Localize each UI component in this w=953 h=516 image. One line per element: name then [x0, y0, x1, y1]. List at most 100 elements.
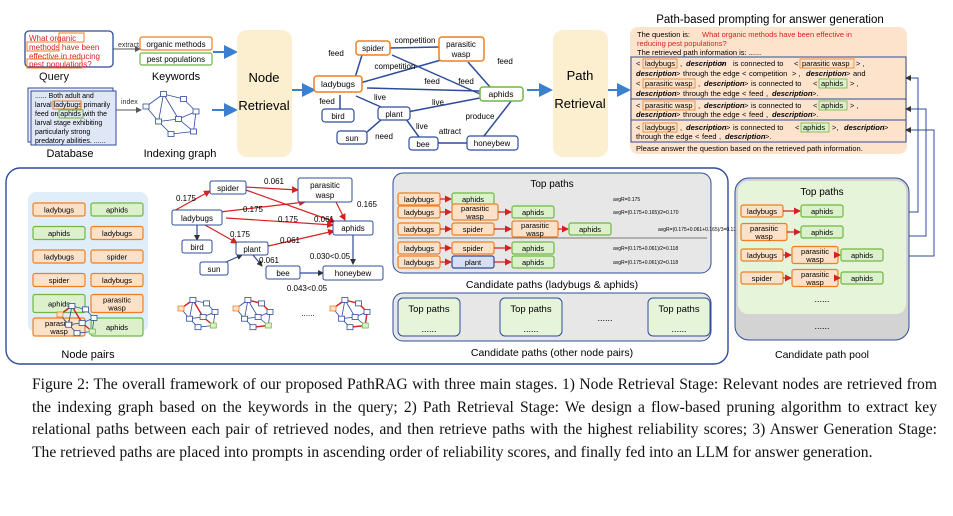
pair-0-left: ladybugs — [44, 206, 74, 215]
path-retrieval-l2: Retrieval — [554, 96, 605, 111]
pair-5-right-box — [90, 317, 144, 337]
svg-text:> ,: > , — [850, 101, 859, 110]
pool-title: Top paths — [800, 187, 843, 198]
kg-node-sun: sun — [346, 134, 359, 143]
toppath-1-node-2-box — [511, 205, 555, 219]
svg-text:>: > — [676, 110, 681, 119]
path-retrieval-stage: Path Retrieval — [553, 30, 608, 157]
svg-text:> ,: > , — [856, 59, 865, 68]
mini1-node — [194, 324, 202, 331]
toppath-2-node-3-box — [568, 222, 612, 236]
db-line1: ...... Both adult and — [35, 93, 94, 100]
idx-node — [192, 108, 200, 115]
flow-node-parasitic-l1: parasitic — [310, 181, 340, 190]
p1-feed: feed — [749, 89, 764, 98]
keyword-1: organic methods — [146, 40, 205, 49]
svg-text:<: < — [636, 79, 641, 88]
pool-1-node-1: aphids — [811, 228, 833, 237]
svg-text:,: , — [766, 89, 768, 98]
pair-graph-node — [73, 330, 81, 337]
node-retrieval-l1: Node — [248, 70, 279, 85]
flow-w-g: 0.175 — [230, 230, 251, 239]
kg-edge-feed5: feed — [319, 97, 335, 106]
pool-0-node-1: aphids — [811, 207, 833, 216]
kg-edge-competition1: competition — [395, 36, 436, 45]
mini2-node — [266, 308, 274, 315]
p1-aphids: aphids — [821, 79, 843, 88]
pair-0-right-box — [90, 202, 144, 217]
pool-2-node-1-l2: wasp — [805, 255, 824, 264]
pool-1-node-0-l1: parasitic — [750, 224, 778, 233]
mini3-node — [329, 305, 337, 312]
query-line2: methods have been — [29, 43, 99, 52]
svg-text:> ,: > , — [850, 79, 859, 88]
flow-node-bee: bee — [276, 269, 290, 278]
svg-text:>: > — [676, 69, 681, 78]
p2-feed: feed — [749, 110, 764, 119]
svg-text:<: < — [742, 69, 747, 78]
kg-edge-produce: produce — [466, 112, 495, 121]
idx-node — [175, 116, 182, 122]
figure-caption: Figure 2: The overall framework of our p… — [32, 376, 937, 461]
prompt-final: Please answer the question based on the … — [636, 144, 863, 153]
prompt-question-l2: reducing pest populations? — [637, 39, 727, 48]
toppath-4-node-0: ladybugs — [404, 258, 434, 267]
flow-w-j: 0.030<0.05 — [310, 252, 351, 261]
p3-desc3: description — [725, 132, 766, 141]
pair-2-left-box — [32, 249, 86, 264]
flow-node-spider: spider — [217, 184, 239, 193]
idx-edge — [158, 93, 164, 122]
kg-edge-competition2: competition — [375, 62, 416, 71]
pair-graph-node — [88, 328, 96, 335]
p1-desc1: description — [686, 59, 727, 68]
flow-node-ladybugs: ladybugs — [181, 214, 213, 223]
flow-w-f: 0.061 — [314, 215, 335, 224]
toppath-2-node-1: spider — [463, 225, 484, 234]
pool-1-node-1-box — [800, 225, 844, 239]
p1-desc5: description — [636, 89, 677, 98]
kg-edge-feed4: feed — [458, 77, 474, 86]
svg-text:<: < — [636, 101, 641, 110]
mini3-node — [355, 300, 362, 307]
toppath-4-score: avgR=(0.175+0.061)/2=0.118 — [613, 260, 678, 266]
knowledge-graph: competition competition feed feed feed f… — [313, 36, 524, 151]
pool-3-node-2-box — [840, 271, 884, 285]
mini1-node — [203, 300, 210, 307]
flow-w-c: 0.175 — [243, 205, 264, 214]
pair-4-right-l1: parasitic — [103, 296, 131, 305]
p2-parasitic: parasitic wasp — [645, 101, 693, 110]
pool-caption: Candidate path pool — [775, 349, 869, 361]
pair-3-right: ladybugs — [102, 276, 132, 285]
prompt-question-l1: What organic methods have been effective… — [702, 30, 852, 39]
kg-edge-live3: live — [416, 122, 429, 131]
idx-edge — [163, 93, 179, 120]
pair-2-right-box — [90, 249, 144, 264]
p1-connected1: is connected to — [733, 59, 783, 68]
pair-1-left-box — [32, 225, 86, 241]
pool-0-node-1-box — [800, 204, 844, 218]
prompt-panel: Path-based prompting for answer generati… — [630, 14, 907, 154]
pair-graph-node — [65, 321, 72, 328]
highlight-pest — [26, 58, 83, 69]
mini2-node — [254, 314, 262, 320]
mini1-node — [189, 297, 197, 303]
pool-3-node-2: aphids — [851, 274, 873, 283]
keywords-label: Keywords — [152, 71, 201, 83]
kg-edge-need: need — [375, 132, 393, 141]
flow-w-b: 0.061 — [264, 177, 285, 186]
svg-text:>: > — [744, 101, 749, 110]
pair-graph-node — [68, 303, 76, 309]
svg-text:>.: >. — [812, 110, 818, 119]
svg-text:,: , — [719, 132, 721, 141]
p2-desc2: description — [636, 110, 677, 119]
db-line3: feed on aphids with the — [35, 111, 107, 118]
toppath-3-score: avgR=(0.175+0.061)/2=0.118 — [613, 246, 678, 252]
node-retrieval-l2: Retrieval — [238, 98, 289, 113]
flow-w-i: 0.061 — [259, 256, 280, 265]
highlight-methods — [26, 41, 60, 52]
query-line1: What organic — [29, 34, 76, 43]
other-pairs-panel: Top paths......Top paths......Top paths.… — [392, 292, 712, 359]
framework-figure: What organic methods have been effective… — [5, 14, 935, 365]
idx-node — [180, 96, 187, 102]
other-box-2-title: Top paths — [658, 304, 699, 315]
